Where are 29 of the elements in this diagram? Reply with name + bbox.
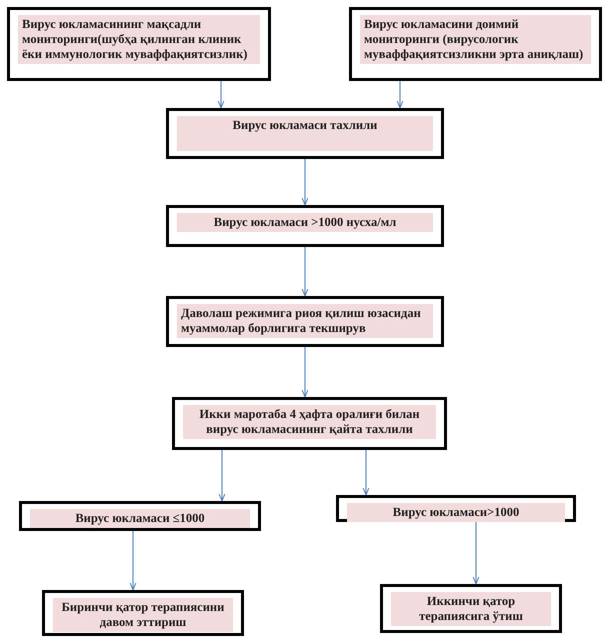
box-text: Вирус юкламаси>1000: [347, 503, 565, 522]
box-text: Вирус юкламасини доимий мониторинги (вирусологик муваффақиятсизликни эрта аниқлаш): [360, 15, 591, 64]
arrow: [302, 346, 308, 398]
box-text: Вирус юкламаси >1000 нусха/мл: [177, 213, 433, 232]
arrow: [396, 80, 404, 108]
arrow: [302, 158, 308, 206]
box-text: Вирус юкламаси тахлили: [177, 116, 433, 151]
process-box: [19, 501, 261, 531]
arrow: [130, 530, 136, 590]
box-text: Биринчи қатор терапиясини давом эттириш: [53, 598, 233, 632]
arrow: [218, 80, 224, 108]
process-box: [172, 397, 447, 450]
process-box: [7, 7, 271, 81]
box-text: Даволаш режимига риоя қилиш юзасидан муаммолар борлигига текширув: [177, 304, 433, 338]
box-text: Икки маротаба 4 ҳафта оралиғи билан вирус юкламасининг қайта тахлили: [183, 405, 436, 439]
process-box: [42, 590, 244, 636]
process-box: [166, 108, 444, 159]
arrow: [218, 450, 226, 502]
box-text: Вирус юкламасининг мақсадли мониторинги(шубҳа қилинган клиник ёки иммунологик муваффақиятсизлик): [18, 15, 260, 64]
process-box: [349, 7, 602, 81]
arrow: [472, 522, 480, 584]
arrow: [362, 450, 370, 496]
arrow: [302, 246, 308, 296]
process-box: [380, 584, 562, 633]
process-box: [166, 296, 444, 347]
process-box: [166, 205, 444, 247]
process-box: [336, 495, 576, 522]
box-text: Иккинчи қатор терапиясига ўтиш: [391, 592, 551, 626]
box-text: Вирус юкламаси ≤1000: [30, 509, 250, 528]
